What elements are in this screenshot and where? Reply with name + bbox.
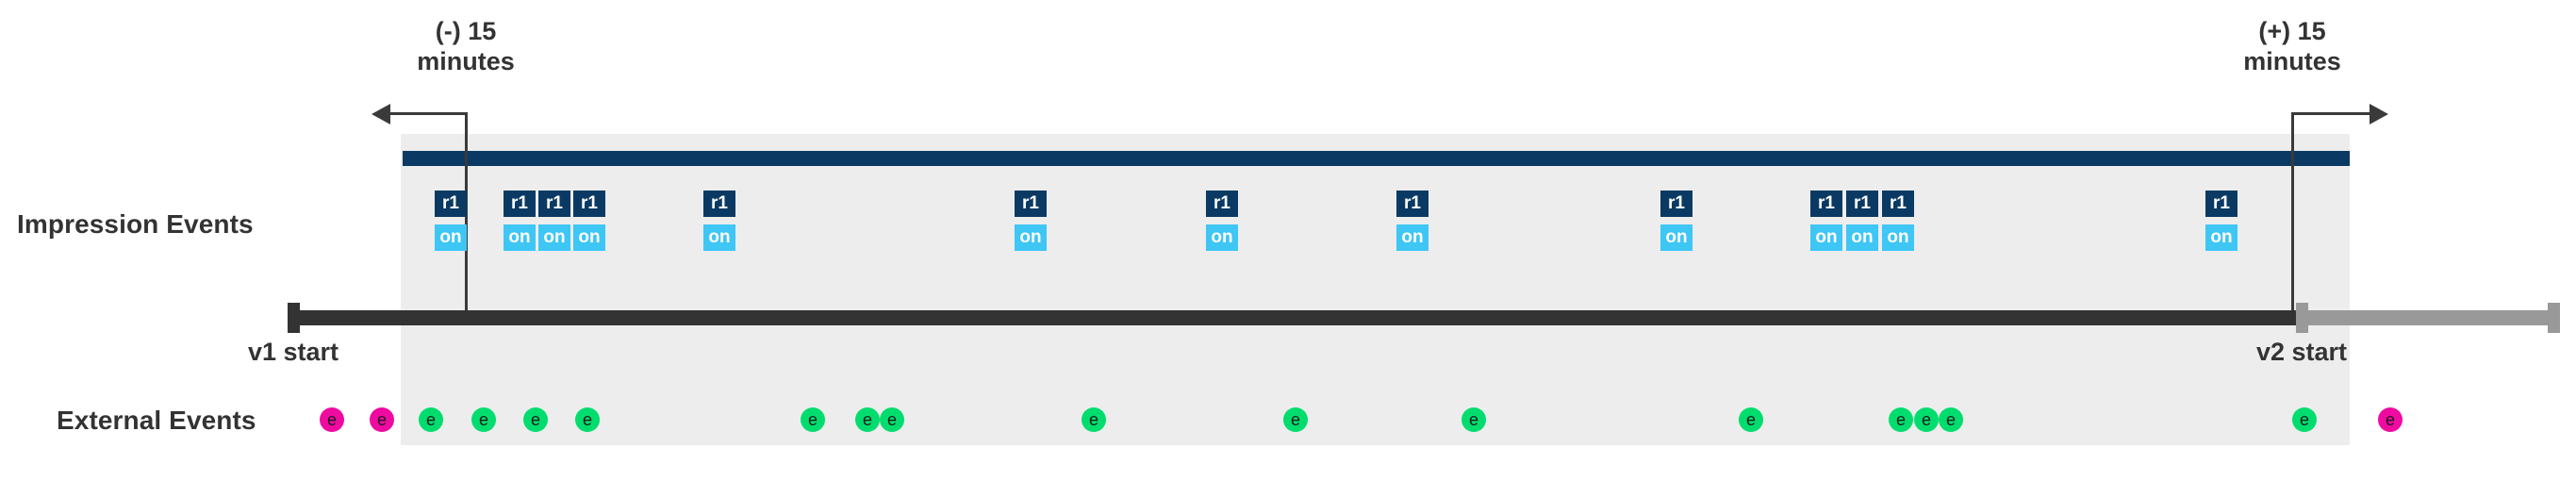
impression-badge-r1: r1 xyxy=(703,191,735,217)
window-end-marker-line xyxy=(2291,112,2294,325)
v2-start-cap xyxy=(2296,303,2308,333)
callout-minus-line2: minutes xyxy=(417,46,515,75)
external-event-marker-inside: e xyxy=(1914,407,1939,432)
callout-minus-arrow-stem xyxy=(390,112,468,115)
impression-badge-on: on xyxy=(2205,224,2237,251)
external-event-marker-outside: e xyxy=(370,407,394,432)
external-event-marker-inside: e xyxy=(1739,407,1763,432)
impression-badge-on: on xyxy=(1206,224,1238,251)
external-event-marker-inside: e xyxy=(523,407,548,432)
callout-plus-15-minutes: (+) 15 minutes xyxy=(2179,17,2405,77)
v1-start-label: v1 start xyxy=(247,338,339,366)
external-event-marker-inside: e xyxy=(575,407,600,432)
impression-badge-r1: r1 xyxy=(1015,191,1047,217)
external-event-marker-inside: e xyxy=(1939,407,1963,432)
external-event-marker-inside: e xyxy=(855,407,880,432)
impression-badge-on: on xyxy=(504,224,536,251)
callout-plus-arrow-head-icon xyxy=(2370,104,2388,124)
impression-badge-r1: r1 xyxy=(504,191,536,217)
impression-rail xyxy=(403,151,2350,166)
impression-badge-on: on xyxy=(1882,224,1914,251)
impression-badge-on: on xyxy=(538,224,570,251)
callout-plus-arrow-stem xyxy=(2292,112,2370,115)
v1-start-cap xyxy=(288,303,300,333)
impression-badge-on: on xyxy=(1810,224,1842,251)
impression-badge-r1: r1 xyxy=(538,191,570,217)
impression-badge-r1: r1 xyxy=(1810,191,1842,217)
external-event-marker-inside: e xyxy=(2292,407,2317,432)
impression-badge-on: on xyxy=(573,224,605,251)
callout-minus-15-minutes: (-) 15 minutes xyxy=(353,17,579,77)
external-event-marker-inside: e xyxy=(801,407,825,432)
external-event-marker-outside: e xyxy=(2378,407,2403,432)
impression-badge-r1: r1 xyxy=(1660,191,1693,217)
external-event-marker-inside: e xyxy=(1889,407,1913,432)
impression-badge-on: on xyxy=(1015,224,1047,251)
row-label-external-events: External Events xyxy=(57,406,256,435)
impression-badge-r1: r1 xyxy=(435,191,467,217)
v2-timeline-bar xyxy=(2302,310,2554,325)
external-event-marker-outside: e xyxy=(320,407,344,432)
external-event-marker-inside: e xyxy=(1283,407,1308,432)
external-event-marker-inside: e xyxy=(1461,407,1486,432)
external-event-marker-inside: e xyxy=(1082,407,1106,432)
impression-badge-r1: r1 xyxy=(1396,191,1428,217)
external-event-marker-inside: e xyxy=(880,407,904,432)
callout-minus-arrow-head-icon xyxy=(372,104,390,124)
impression-badge-r1: r1 xyxy=(573,191,605,217)
window-start-marker-line xyxy=(465,112,468,325)
external-event-marker-inside: e xyxy=(419,407,443,432)
impression-badge-on: on xyxy=(703,224,735,251)
callout-minus-line1: (-) 15 xyxy=(435,17,497,45)
impression-badge-r1: r1 xyxy=(1846,191,1878,217)
impression-badge-on: on xyxy=(1846,224,1878,251)
impression-badge-r1: r1 xyxy=(1206,191,1238,217)
v1-timeline-bar xyxy=(293,310,2302,325)
v2-end-cap xyxy=(2548,303,2560,333)
callout-plus-line1: (+) 15 xyxy=(2258,17,2326,45)
row-label-impression-events: Impression Events xyxy=(17,209,254,239)
impression-badge-on: on xyxy=(1396,224,1428,251)
impression-badge-on: on xyxy=(1660,224,1693,251)
impression-badge-r1: r1 xyxy=(1882,191,1914,217)
impression-badge-r1: r1 xyxy=(2205,191,2237,217)
external-event-marker-inside: e xyxy=(471,407,496,432)
callout-plus-line2: minutes xyxy=(2243,46,2341,75)
impression-badge-on: on xyxy=(435,224,467,251)
analysis-window-shade xyxy=(401,134,2350,445)
v2-start-label: v2 start xyxy=(2255,338,2348,366)
